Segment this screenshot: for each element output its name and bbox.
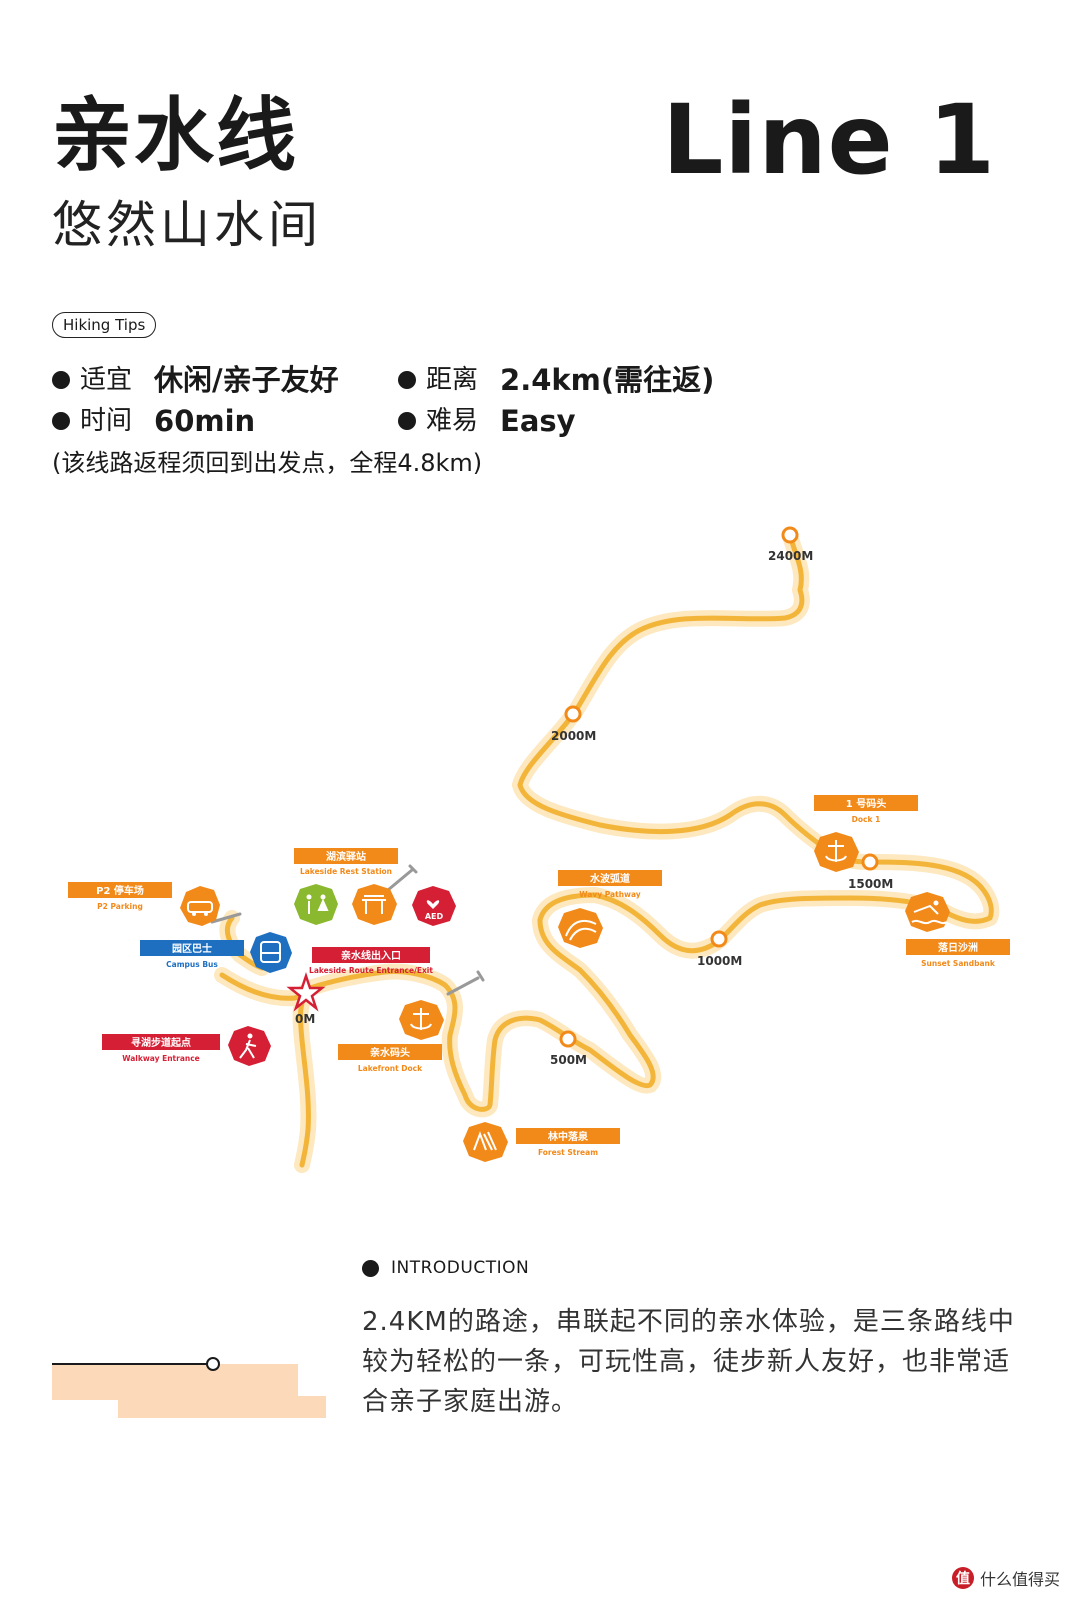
decor-block [52, 1364, 298, 1400]
dock1-label-cn: 1 号码头 [846, 797, 886, 810]
dock1-label-bg [814, 795, 918, 811]
walk-label-bg [102, 1034, 220, 1050]
decor-line [52, 1363, 212, 1365]
marker-2000-label: 2000M [551, 729, 596, 743]
poi-wavy-pathway[interactable]: 水波弧道 Wavy Pathway [558, 870, 662, 948]
marker-2400-label: 2400M [768, 549, 813, 563]
rest-label-en: Lakeside Rest Station [300, 867, 392, 876]
marker-500 [559, 1030, 577, 1048]
poi-campus-bus[interactable]: 园区巴士 Campus Bus [140, 932, 292, 973]
walk-label-en: Walkway Entrance [122, 1054, 200, 1063]
watermark: 值 什么值得买 [951, 1566, 1060, 1590]
aed-label: AED [425, 912, 444, 921]
info-distance: 距离 2.4km(需往返) [398, 362, 714, 398]
sunset-label-en: Sunset Sandbank [921, 959, 996, 968]
hiking-tips-badge: Hiking Tips [52, 312, 157, 338]
bus-label-bg [140, 940, 244, 956]
poi-aed[interactable]: AED [412, 886, 456, 926]
start-star-icon [286, 972, 326, 1012]
entrance-label-bg [312, 947, 430, 963]
stream-label-bg [516, 1128, 620, 1144]
distance-value: 2.4km(需往返) [500, 363, 715, 397]
wavy-label-bg [558, 870, 662, 886]
rest-label-cn: 湖滨驿站 [326, 850, 366, 863]
restroom-icon [294, 884, 338, 925]
decor-circle [206, 1357, 220, 1371]
dock-label-cn: 亲水码头 [370, 1046, 410, 1059]
bus-label-cn: 园区巴士 [172, 942, 212, 955]
dock-label-en: Lakefront Dock [358, 1064, 423, 1073]
poi-forest-stream[interactable]: 林中落泉 Forest Stream [463, 1122, 620, 1162]
poi-p2-parking[interactable]: P2 停车场 P2 Parking [68, 882, 220, 926]
p2-label-en: P2 Parking [97, 902, 143, 911]
stream-label-en: Forest Stream [538, 1148, 598, 1157]
connector-bars [210, 864, 485, 996]
dock1-label-en: Dock 1 [852, 815, 881, 824]
bullet-icon [52, 412, 70, 430]
route-map: 2400M 2000M 1500M 1000M 500M 0M P2 停车场 P… [68, 526, 1010, 1200]
decor-block [118, 1396, 326, 1418]
car-icon [180, 886, 220, 926]
swimmer-icon [905, 892, 950, 932]
poi-sunset-sandbank[interactable]: 落日沙洲 Sunset Sandbank [905, 892, 1010, 968]
info-suitable: 适宜 休闲/亲子友好 [52, 362, 339, 398]
page-subtitle: 悠然山水间 [52, 196, 322, 254]
difficulty-value: Easy [500, 404, 576, 438]
poi-walkway-entrance[interactable]: 寻湖步道起点 Walkway Entrance [102, 1026, 271, 1066]
wavy-label-en: Wavy Pathway [579, 890, 640, 899]
pavilion-icon [352, 884, 397, 925]
distance-label: 距离 [426, 365, 479, 395]
page-title: 亲水线 [52, 89, 298, 182]
marker-2000 [564, 705, 582, 723]
p2-label-bg [68, 882, 172, 898]
bullet-icon [398, 371, 416, 389]
watermark-logo-icon: 值 [951, 1567, 974, 1589]
difficulty-label: 难易 [426, 406, 479, 436]
marker-500-label: 500M [550, 1053, 587, 1067]
p2-label-cn: P2 停车场 [96, 884, 144, 897]
poi-dock-1[interactable]: 1 号码头 Dock 1 [814, 795, 918, 872]
info-difficulty: 难易 Easy [398, 403, 576, 439]
marker-2400 [781, 526, 799, 544]
sunset-label-cn: 落日沙洲 [938, 941, 978, 954]
bullet-icon [52, 371, 70, 389]
bullet-icon [362, 1259, 379, 1277]
entrance-label-en: Lakeside Route Entrance/Exit [309, 966, 433, 975]
poi-lakefront-dock[interactable]: 亲水码头 Lakefront Dock [338, 1000, 444, 1073]
poi-lakeside-rest-station[interactable]: 湖滨驿站 Lakeside Rest Station [294, 848, 398, 925]
entrance-label-cn: 亲水线出入口 [341, 949, 401, 962]
marker-start-label: 0M [295, 1012, 315, 1026]
bullet-icon [398, 412, 416, 430]
wave-path-icon [558, 908, 603, 948]
wavy-label-cn: 水波弧道 [589, 872, 630, 885]
intro-body: 2.4KM的路途，串联起不同的亲水体验，是三条路线中较为轻松的一条，可玩性高，徒… [362, 1307, 1015, 1417]
info-time: 时间 60min [52, 403, 255, 439]
marker-1500 [861, 853, 879, 871]
sunset-label-bg [906, 939, 1010, 955]
time-label: 时间 [80, 406, 133, 436]
intro-heading-text: INTRODUCTION [391, 1258, 530, 1278]
suitable-value: 休闲/亲子友好 [154, 363, 339, 397]
rest-label-bg [294, 848, 398, 864]
time-value: 60min [154, 404, 256, 438]
watermark-text: 什么值得买 [979, 1570, 1060, 1589]
walk-label-cn: 寻湖步道起点 [131, 1036, 191, 1049]
bus-label-en: Campus Bus [166, 960, 218, 969]
distance-markers: 2400M 2000M 1500M 1000M 500M 0M [286, 526, 893, 1067]
line-title: Line 1 [662, 84, 996, 196]
route-note: (该线路返程须回到出发点，全程4.8km) [52, 449, 483, 477]
intro-heading: INTRODUCTION [362, 1258, 529, 1278]
waterfall-icon [463, 1122, 508, 1162]
marker-1500-label: 1500M [848, 877, 893, 891]
hiker-icon [228, 1026, 271, 1066]
suitable-label: 适宜 [80, 365, 133, 395]
marker-1000 [710, 930, 728, 948]
stream-label-cn: 林中落泉 [548, 1130, 589, 1143]
poi-route-entrance[interactable]: 亲水线出入口 Lakeside Route Entrance/Exit [309, 947, 433, 975]
dock-label-bg [338, 1044, 442, 1060]
marker-1000-label: 1000M [697, 954, 742, 968]
